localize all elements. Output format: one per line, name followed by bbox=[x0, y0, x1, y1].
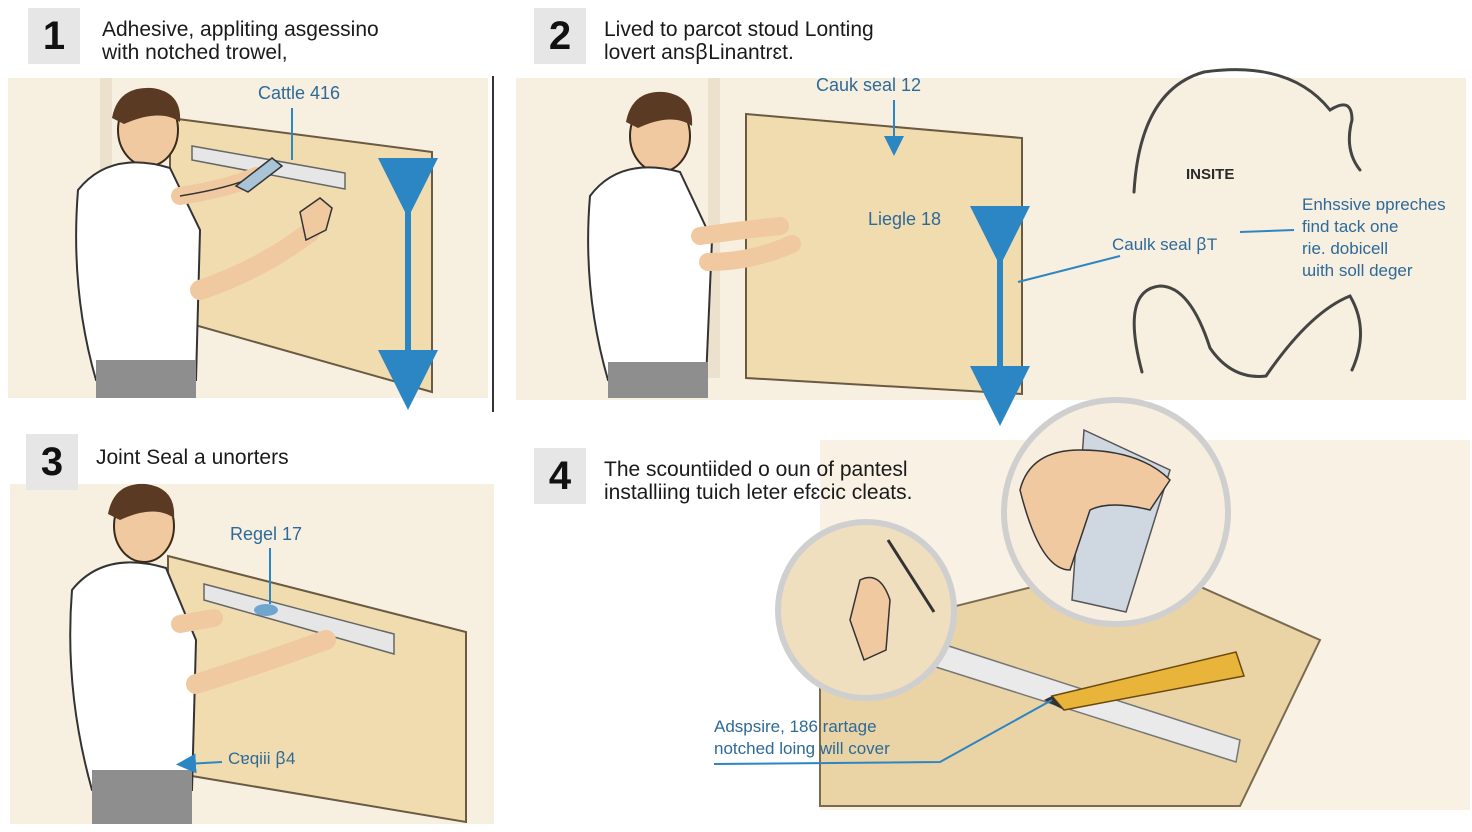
panel-2-scene bbox=[516, 68, 1466, 426]
callout-cqiii: Cɐqiii ꞵ4 bbox=[228, 749, 296, 768]
step-3-text: Joint Seal a unorters bbox=[96, 446, 289, 469]
callout-adspsire: Adspsire, 186 rartage notched loing will… bbox=[714, 717, 890, 758]
cleat-strip bbox=[203, 583, 395, 655]
step-2-text: Lived to parcot stoud Lonting lovert ans… bbox=[604, 18, 874, 64]
callout-liegle: Liegle 18 bbox=[868, 209, 942, 229]
step-1-text: Adhesive, appliting asgessino with notch… bbox=[102, 18, 379, 64]
inset-label: INSITE bbox=[1186, 166, 1235, 183]
pencil bbox=[1050, 651, 1245, 711]
panel-1-scene bbox=[8, 78, 488, 410]
callout-arrow bbox=[176, 753, 223, 774]
panel-4-scene bbox=[713, 397, 1470, 810]
step-4-text: The scountiided o oun of pantesl install… bbox=[604, 458, 913, 504]
callout-line bbox=[1239, 229, 1295, 233]
callout-inset-note: Enhssive ɒpreches find tack one rie. dob… bbox=[1302, 195, 1446, 280]
callout-regel: Regel 17 bbox=[230, 524, 303, 544]
callout-caulk-side: Caulk seal ꞵT bbox=[1112, 235, 1218, 254]
step-1-number: 1 bbox=[28, 8, 80, 64]
trowel bbox=[234, 157, 284, 193]
inset-outline bbox=[1132, 68, 1362, 378]
panel-3-scene bbox=[10, 483, 494, 824]
sealant-bead bbox=[254, 604, 278, 616]
callout-caulk-seal: Cauk seal 12 bbox=[816, 75, 922, 95]
callout-cattle: Cattle 416 bbox=[258, 83, 341, 103]
worker-figure bbox=[587, 91, 801, 398]
callout-line bbox=[1017, 255, 1121, 283]
callout-line bbox=[713, 699, 1053, 765]
step-3-number: 3 bbox=[26, 434, 78, 490]
step-2-number: 2 bbox=[534, 8, 586, 64]
worker-figure bbox=[69, 483, 336, 824]
step-4-number: 4 bbox=[534, 448, 586, 504]
